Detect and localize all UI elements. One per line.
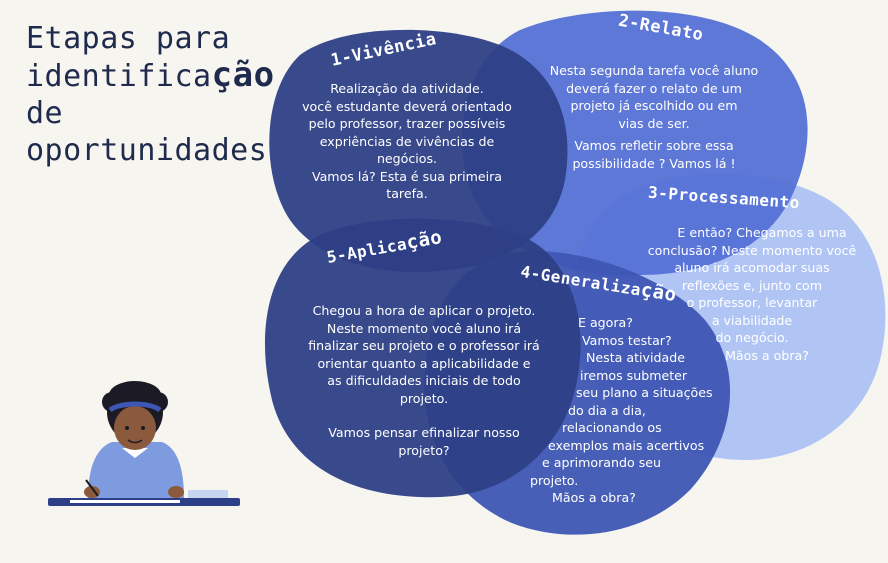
stage-5-blob <box>264 218 581 498</box>
stage-1-line: Realização da atividade. <box>330 81 484 96</box>
stage-3-line: Mãos a obra? <box>725 347 809 363</box>
title-line-2-emph: ção <box>211 55 275 95</box>
stage-4-line: do dia a dia, <box>568 402 646 418</box>
stage-5-line: orientar quanto a aplicabilidade e <box>317 355 531 371</box>
stage-4-line: e aprimorando seu <box>542 455 661 470</box>
stage-1-line: negócios. <box>376 151 438 166</box>
title-line-2: identificação <box>26 57 274 95</box>
stage-5-line <box>284 407 564 424</box>
stage-5-line: Chegou a hora de aplicar o projeto. <box>312 303 536 318</box>
stage-3-line: o professor, levantar <box>686 295 818 310</box>
stage-5-line: projeto? <box>398 442 450 458</box>
stage-3-line: conclusão? Neste momento você <box>647 242 857 258</box>
stage-5-line: Vamos pensar efinalizar nosso <box>328 425 520 440</box>
stage-4-line: relacionando os <box>562 420 662 435</box>
stage-4-line: Mãos a obra? <box>552 490 636 505</box>
stage-5-line: finalizar seu projeto e o professor irá <box>308 338 540 353</box>
stage-3-line: aluno irá acomodar suas <box>674 260 830 275</box>
stage-2-line: vias de ser. <box>618 115 690 131</box>
stage-2-line: deverá fazer o relato de um <box>566 80 742 96</box>
stage-1-line: pelo professor, trazer possíveis <box>308 116 506 131</box>
student-illustration-icon <box>48 381 240 506</box>
title-line-4: oportunidades <box>26 133 268 168</box>
stage-3-text: E então? Chegamos a uma conclusão? Neste… <box>632 224 872 364</box>
stage-2-text: Nesta segunda tarefa você aluno deverá f… <box>536 62 772 172</box>
stage-4-line: Vamos testar? <box>582 332 672 348</box>
stage-3-line: a viabilidade <box>711 312 793 328</box>
stage-4-line: E agora? <box>578 315 633 330</box>
title-line-2-main: identifica <box>26 59 212 94</box>
stage-1-text: Realização da atividade. você estudante … <box>292 80 522 203</box>
stage-3-line: E então? Chegamos a uma <box>677 225 847 240</box>
page-title: Etapas para identificação de oportunidad… <box>26 20 274 169</box>
stage-1-line: você estudante deverá orientado <box>302 98 512 114</box>
stage-2-line: Nesta segunda tarefa você aluno <box>549 63 759 78</box>
stage-4-line: seu plano a situações <box>576 385 713 400</box>
stage-5-line: as dificuldades iniciais de todo <box>327 373 521 388</box>
stage-4-line: projeto. <box>530 472 579 488</box>
stage-4-line: exemplos mais acertivos <box>548 437 705 453</box>
stage-1-line: Vamos lá? Esta é sua primeira tarefa. <box>311 168 503 202</box>
stage-3-line: reflexões e, junto com <box>682 277 822 293</box>
title-line-1: Etapas para <box>26 21 231 56</box>
stage-3-line: do negócio. <box>715 330 789 345</box>
stage-2-line: Vamos refletir sobre essa <box>574 138 734 153</box>
stage-5-line: Neste momento você aluno irá <box>326 320 522 336</box>
stage-1-blob <box>269 29 568 272</box>
stage-2-line: projeto já escolhido ou em <box>570 98 738 113</box>
stage-4-text: E agora? Vamos testar? Nesta atividade i… <box>516 314 726 507</box>
stage-4-line: Nesta atividade <box>586 350 685 365</box>
stage-4-line: iremos submeter <box>580 367 688 383</box>
stage-5-text: Chegou a hora de aplicar o projeto. Nest… <box>284 302 564 459</box>
stage-5-line: projeto. <box>399 390 449 406</box>
title-line-3: de <box>26 96 64 131</box>
stage-2-line: possibilidade ? Vamos lá ! <box>572 155 736 171</box>
stage-1-line: expriências de vivências de <box>319 133 495 149</box>
